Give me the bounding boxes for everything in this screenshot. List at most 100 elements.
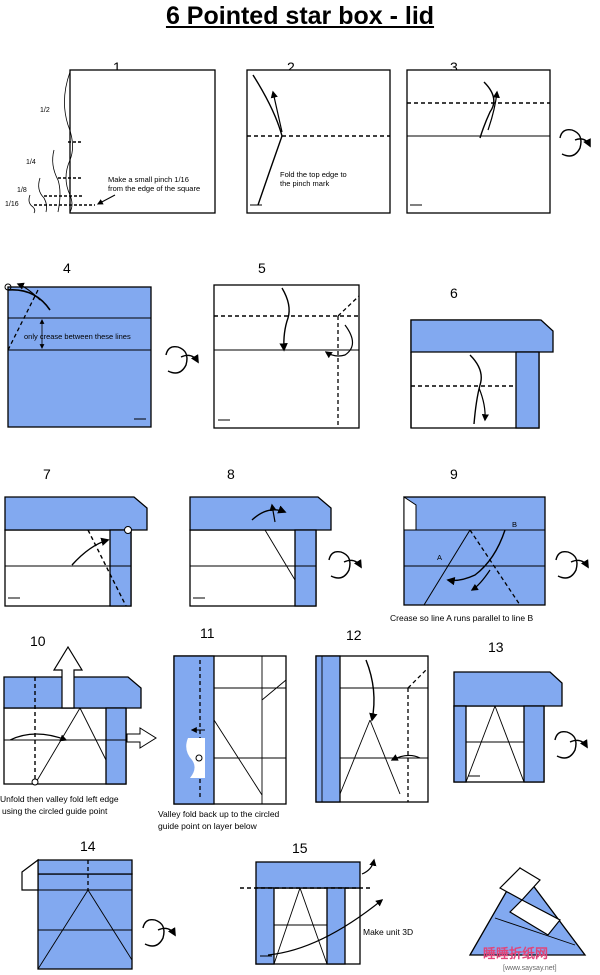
step-3: 3 [406, 59, 591, 214]
side-fold-arrow [390, 754, 421, 761]
line-a [423, 529, 471, 606]
guide-circle [195, 754, 203, 762]
side-fold-arrow [324, 324, 354, 359]
fraction-eighth: 1/8 [17, 187, 27, 194]
guide-circle [124, 526, 132, 534]
step-number: 1 [113, 59, 121, 75]
curve-half [64, 71, 73, 213]
turn-over-icon [559, 128, 591, 157]
diagonal-b [87, 889, 133, 961]
fraction-quarter: 1/4 [26, 159, 36, 166]
diagonal-b [494, 705, 525, 783]
diagonal-fold [87, 529, 127, 607]
step-number: 15 [292, 840, 308, 856]
step-11: 11 Valley fold back up to the circled gu… [158, 625, 287, 831]
step2-note-line2: the pinch mark [280, 179, 329, 188]
label-b: B [512, 520, 517, 529]
step10-note-line2: using the circled guide point [2, 806, 108, 816]
top-flap [453, 671, 563, 707]
left-flap [255, 887, 275, 965]
left-flap [453, 705, 467, 783]
paper-square [69, 69, 216, 214]
step-9: 9 A B Crease so line A runs parallel to … [390, 466, 589, 623]
diagonal [213, 719, 263, 796]
turn-over-icon [555, 550, 589, 579]
step-number: 10 [30, 633, 46, 649]
paper-square [406, 69, 551, 214]
unfold-side-arrow [126, 727, 157, 749]
label-a: A [437, 553, 442, 562]
side-flap [109, 529, 132, 607]
fold-motion-arrow [252, 74, 283, 206]
fold-arrow-up [270, 90, 283, 133]
side-flap [105, 707, 127, 785]
diagonal-a [339, 719, 371, 795]
step-15: 15 Make unit 3D [240, 840, 413, 965]
fold-motion [7, 289, 51, 311]
diagonal-a [465, 705, 496, 783]
step15-note: Make unit 3D [363, 927, 413, 937]
left-flap [315, 655, 341, 803]
fraction-half: 1/2 [40, 107, 50, 114]
lift-arrow [269, 503, 277, 523]
fold-arrow [361, 858, 377, 875]
corner-fold-line [337, 295, 360, 317]
pointer-arrow [267, 899, 384, 956]
corner-fold [407, 667, 429, 689]
step9-caption: Crease so line A runs parallel to line B [390, 613, 533, 623]
step-4: 4 only crease between these lines [4, 260, 199, 428]
fold-arrow [251, 505, 287, 521]
paper-colored [37, 873, 133, 970]
step-number: 6 [450, 285, 458, 301]
curve-eighth [38, 177, 48, 213]
step-number: 5 [258, 260, 266, 276]
diagonal-crease [264, 529, 296, 581]
step-number: 13 [488, 639, 504, 655]
side-flap [515, 351, 540, 429]
top-band [37, 859, 133, 875]
step-10: 10 Unfold then valley fold left edge usi… [0, 633, 157, 816]
step10-note-line1: Unfold then valley fold left edge [0, 794, 119, 804]
step-7: 7 [4, 466, 148, 607]
step11-note-line2: guide point on layer below [158, 821, 258, 831]
fold-arrow [478, 387, 489, 422]
corner-flap [21, 858, 39, 891]
watermark-logo: 睡睡折纸网 [483, 946, 548, 961]
paper-colored [7, 286, 152, 428]
diagonal-b [299, 887, 328, 965]
step1-note-line1: Make a small pinch 1/16 [108, 175, 189, 184]
line-b [469, 529, 521, 606]
fold-arrow [71, 537, 110, 566]
fold-arrow-2 [470, 569, 491, 591]
step-number: 9 [450, 466, 458, 482]
turn-over-icon [142, 918, 176, 947]
step-14: 14 [21, 838, 176, 970]
unit-crease [494, 917, 576, 946]
watermark-url: [www.saysay.net] [503, 965, 557, 972]
paper-square [246, 69, 391, 214]
final-3d-unit: 睡睡折纸网 [www.saysay.net] [468, 866, 587, 972]
step4-note: only crease between these lines [24, 332, 131, 341]
fraction-sixteenth: 1/16 [5, 201, 19, 208]
unit-top [499, 867, 541, 901]
step-number: 4 [63, 260, 71, 276]
diagonal-b [79, 707, 107, 761]
page-title: 6 Pointed star box - lid [165, 2, 435, 30]
fold-motion [479, 81, 495, 139]
top-flap [4, 496, 148, 531]
step11-note-line1: Valley fold back up to the circled [158, 809, 280, 819]
step-6: 6 [410, 285, 554, 429]
fold-arrow-down [365, 659, 378, 722]
paper-square [213, 284, 360, 429]
unit-flap [509, 899, 561, 936]
step-12: 12 [315, 627, 429, 803]
unfold-arrow [52, 645, 84, 709]
step-number: 14 [80, 838, 96, 854]
guide-circle [31, 778, 39, 786]
step-1: 1 1/2 1/4 1/8 1/16 Make a small pinch 1/… [5, 59, 216, 214]
step-5: 5 [213, 260, 360, 429]
right-flap [523, 705, 545, 783]
curve-sixteenth [28, 194, 36, 214]
step2-note-line1: Fold the top edge to [280, 170, 347, 179]
